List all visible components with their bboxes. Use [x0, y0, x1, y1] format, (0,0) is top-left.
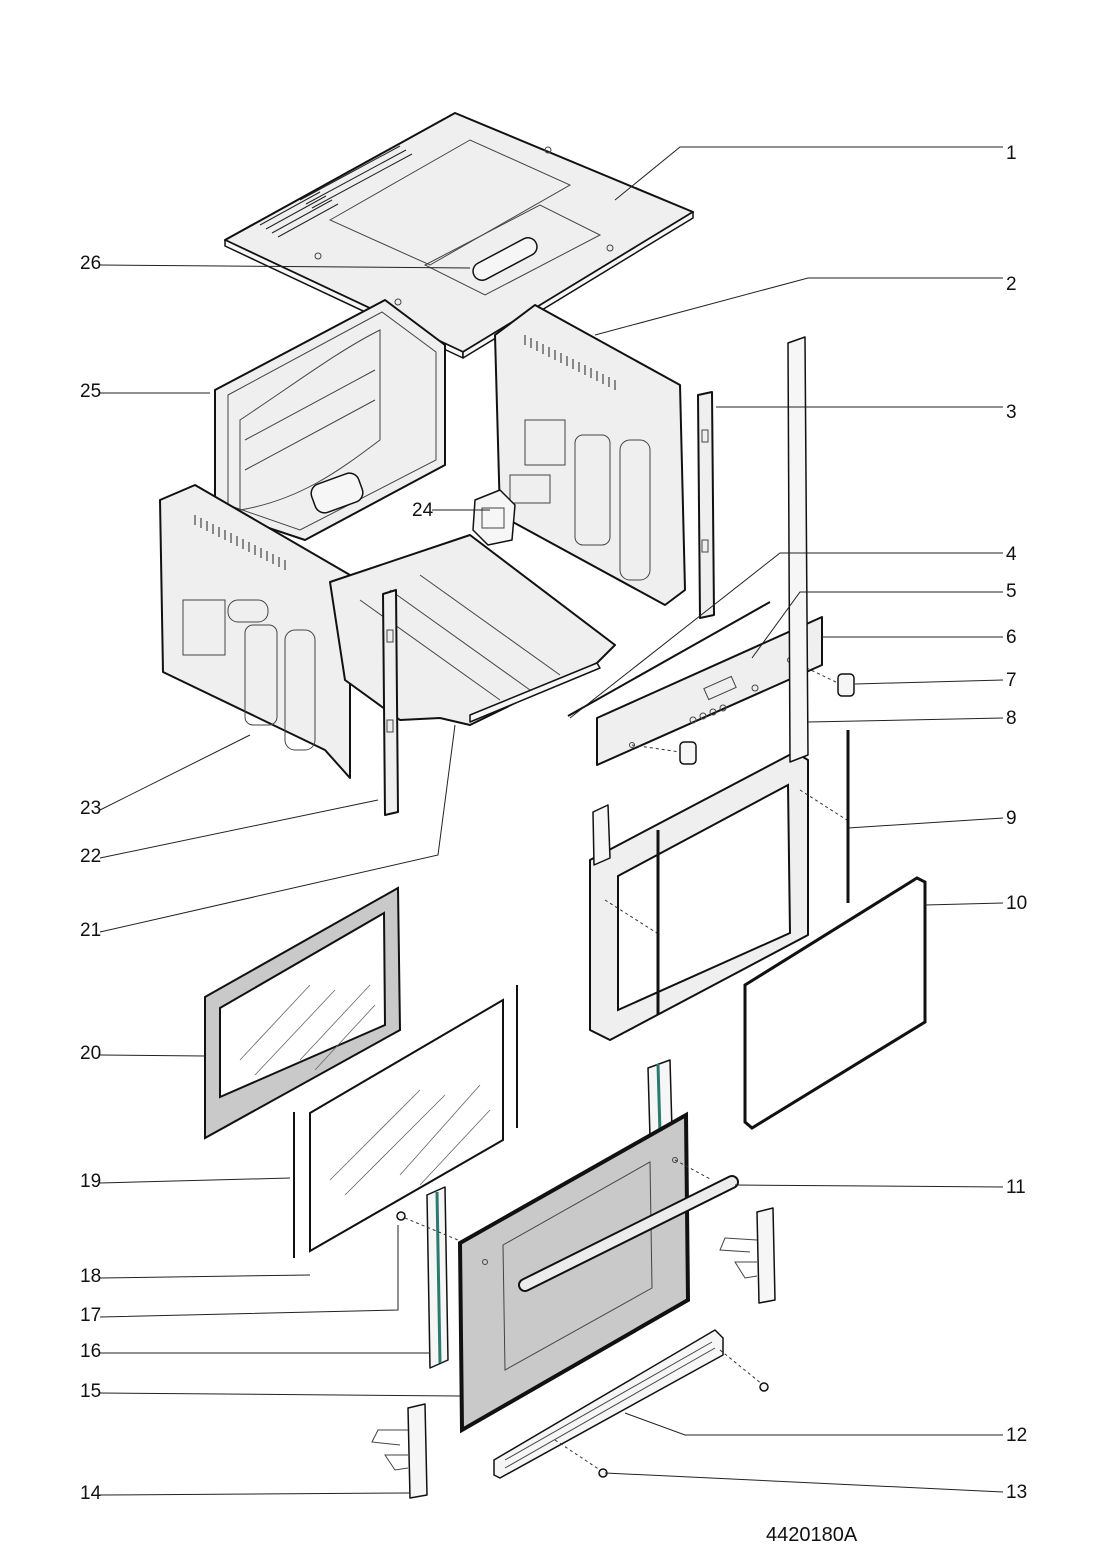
part-back-panel: [214, 299, 446, 541]
callout-8: 8: [1006, 708, 1017, 729]
part-left-side-panel: [159, 484, 351, 779]
part-hinge-left: [371, 1403, 428, 1499]
callout-labels: 1 2 3 4 5 6 7 8 9 10 11 12 13 14 15 16 1…: [80, 143, 1027, 1504]
part-door-trim: [493, 1329, 724, 1479]
part-left-front-strip: [382, 589, 399, 816]
part-control-panel: [596, 616, 823, 766]
part-knob: [631, 659, 855, 765]
part-right-side-panel: [494, 304, 686, 606]
part-hinge-right: [719, 1207, 776, 1304]
part-bracket: [472, 489, 516, 546]
callout-17: 17: [80, 1305, 101, 1326]
part-right-front-strip: [697, 391, 715, 619]
callout-16: 16: [80, 1341, 101, 1362]
part-handle: [518, 1159, 739, 1292]
callout-23: 23: [80, 798, 101, 819]
drawing-code: 4420180A: [766, 1524, 858, 1546]
callout-21: 21: [80, 920, 101, 941]
callout-18: 18: [80, 1266, 101, 1287]
callout-20: 20: [80, 1043, 101, 1064]
callout-6: 6: [1006, 627, 1017, 648]
part-front-frame: [589, 336, 851, 1041]
callout-2: 2: [1006, 274, 1017, 295]
callout-26: 26: [80, 253, 101, 274]
part-bottom-panel: [329, 534, 616, 726]
callout-9: 9: [1006, 808, 1017, 829]
callout-19: 19: [80, 1171, 101, 1192]
callout-14: 14: [80, 1483, 102, 1504]
part-gasket: [743, 876, 927, 1130]
callout-11: 11: [1006, 1177, 1026, 1198]
callout-12: 12: [1006, 1425, 1027, 1446]
callout-7: 7: [1006, 670, 1017, 691]
callout-24: 24: [412, 500, 434, 521]
part-door-side-strip: [426, 1059, 673, 1369]
part-top-panel: [224, 112, 694, 359]
callout-3: 3: [1006, 402, 1017, 423]
part-screw-door: [396, 1211, 471, 1246]
callout-25: 25: [80, 381, 101, 402]
callout-15: 15: [80, 1381, 101, 1402]
callout-4: 4: [1006, 544, 1017, 565]
callout-22: 22: [80, 846, 101, 867]
callout-5: 5: [1006, 581, 1017, 602]
callout-10: 10: [1006, 893, 1027, 914]
part-inner-glass: [293, 985, 518, 1258]
part-outer-door: [457, 1111, 691, 1434]
part-outer-glass: [204, 886, 402, 1140]
callout-13: 13: [1006, 1482, 1027, 1503]
part-long-strip: [567, 601, 771, 717]
callout-1: 1: [1006, 143, 1017, 164]
leader-lines: [99, 146, 1004, 1496]
